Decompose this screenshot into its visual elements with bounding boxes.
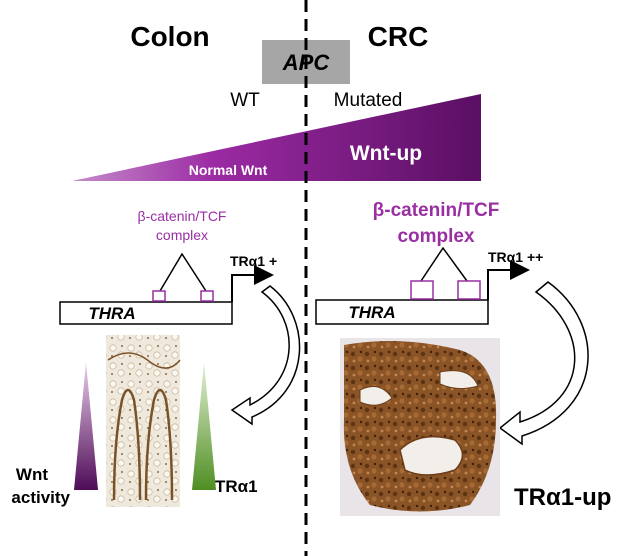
colon-histology-image	[106, 335, 181, 507]
left-tcf-site-2	[200, 290, 214, 302]
right-complex-label-line1: β-catenin/TCF	[373, 200, 500, 221]
left-complex-label-line2: complex	[156, 227, 208, 243]
colon-heading: Colon	[130, 21, 209, 52]
right-thra-gene-box	[315, 299, 489, 325]
right-complex-connector	[420, 246, 468, 282]
left-thra-label: THRA	[88, 304, 135, 323]
crc-histology-image	[340, 338, 500, 516]
tr-alpha1-up-label: TRα1-up	[514, 484, 611, 511]
left-complex-label-line1: β-catenin/TCF	[138, 208, 227, 224]
right-tss-arrow	[487, 260, 530, 300]
tr-alpha1-gradient-label: TRα1	[215, 477, 258, 496]
crc-heading: CRC	[368, 21, 429, 52]
wnt-gradient-wedge	[72, 94, 481, 181]
normal-wnt-label: Normal Wnt	[189, 162, 268, 178]
apc-mutated-label: Mutated	[334, 90, 403, 111]
right-thra-label: THRA	[348, 303, 395, 322]
right-tcf-site-2	[457, 280, 481, 300]
apc-wt-label: WT	[230, 90, 260, 111]
left-thra-gene-box	[59, 301, 233, 325]
left-tcf-site-1	[152, 290, 166, 302]
left-tss-arrow	[231, 265, 274, 302]
left-complex-connector	[159, 252, 207, 292]
left-curved-arrow	[230, 285, 301, 426]
wnt-activity-label-line1: Wnt	[16, 465, 48, 484]
wnt-up-label: Wnt-up	[350, 142, 422, 165]
wnt-activity-gradient	[74, 362, 98, 490]
right-tcf-site-1	[410, 280, 434, 300]
wnt-activity-label-line2: activity	[11, 488, 70, 507]
right-complex-label-line2: complex	[397, 226, 475, 247]
left-tr-output-label: TRα1 +	[230, 253, 277, 269]
right-curved-arrow	[498, 281, 589, 446]
right-tr-output-label: TRα1 ++	[488, 249, 543, 265]
tr-alpha1-gradient	[192, 362, 216, 490]
